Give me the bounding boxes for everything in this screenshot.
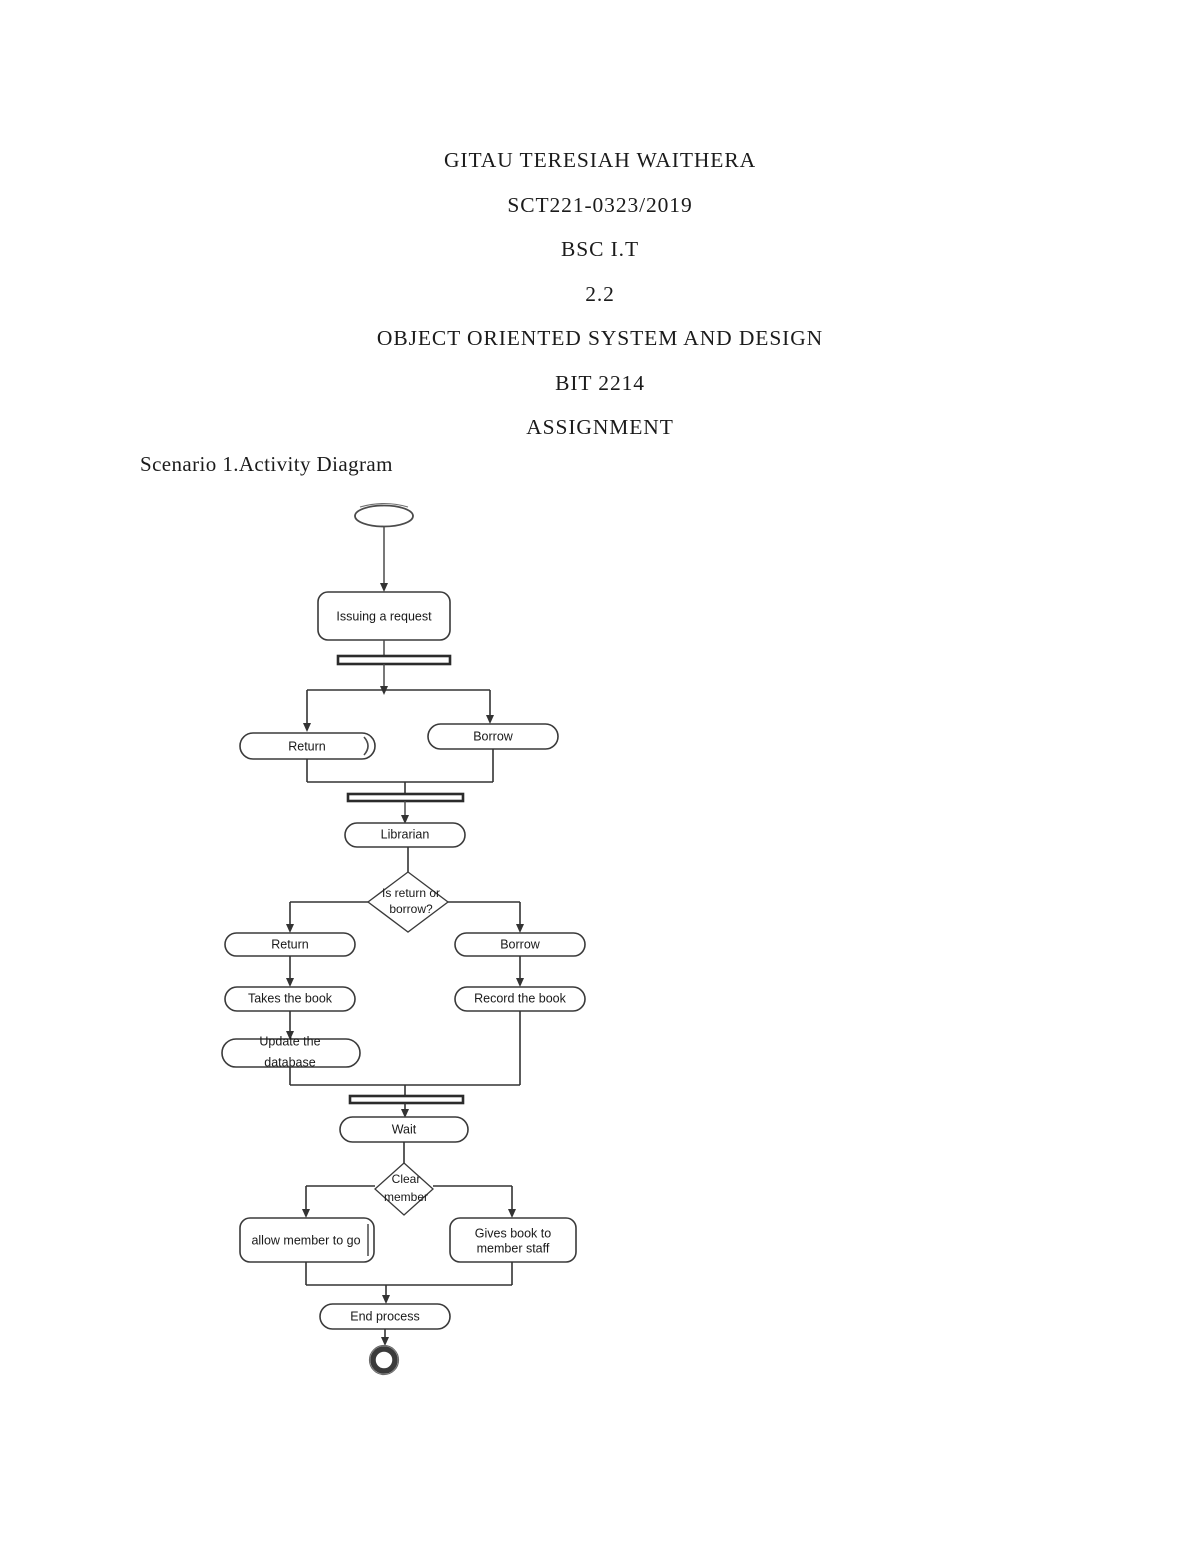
flow-decision2-branches (302, 1185, 516, 1218)
fork-bar-1 (336, 654, 452, 666)
flow-fork1-branches (303, 664, 494, 732)
activity-librarian-label: Librarian (381, 827, 430, 841)
activity-issuing-a-request-label: Issuing a request (336, 609, 432, 623)
flow-decision1-branches (286, 901, 524, 933)
flow-return2-to-takes (286, 956, 294, 987)
heading-line-number: 2.2 (585, 281, 615, 306)
activity-update-the-database-label-line1: Update the (259, 1034, 320, 1048)
start-node-icon (354, 502, 414, 528)
activity-return-1-label: Return (288, 739, 326, 753)
activity-wait: Wait (339, 1116, 469, 1143)
activity-borrow-1: Borrow (427, 723, 559, 750)
decision-clear-member-label-line2: member (384, 1190, 428, 1204)
end-node-icon (368, 1344, 400, 1376)
join-bar-1 (346, 792, 465, 803)
document-heading-block: GITAU TERESIAH WAITHERA SCT221-0323/2019… (0, 138, 1200, 450)
activity-record-the-book: Record the book (454, 986, 586, 1012)
flow-bottom-merge (305, 1262, 513, 1304)
section-label: Scenario 1.Activity Diagram (140, 452, 393, 476)
activity-takes-the-book: Takes the book (224, 986, 356, 1012)
activity-gives-book-to-member-staff: Gives book to member staff (449, 1217, 577, 1263)
heading-line-type: ASSIGNMENT (526, 415, 674, 439)
heading-line-course: BSC I.T (561, 237, 639, 261)
flow-endprocess-to-end (381, 1329, 389, 1346)
join-bar-2 (348, 1094, 465, 1105)
flow-takes-to-update (286, 1011, 294, 1040)
decision-is-return-or-borrow-label-line1: Is return or (382, 886, 440, 900)
flow-start-to-issuing (380, 527, 388, 592)
decision-is-return-or-borrow-label-line2: borrow? (389, 902, 433, 916)
activity-allow-member-to-go-label: allow member to go (251, 1233, 360, 1247)
activity-borrow-2: Borrow (454, 932, 586, 957)
activity-end-process: End process (319, 1303, 451, 1330)
activity-return-2-label: Return (271, 937, 309, 951)
flow-borrow2-to-record (516, 956, 524, 987)
flow-join1-to-librarian (401, 801, 409, 824)
decision-is-return-or-borrow: Is return or borrow? (366, 871, 450, 933)
heading-line-name: GITAU TERESIAH WAITHERA (444, 148, 756, 172)
activity-takes-the-book-label: Takes the book (248, 991, 333, 1005)
activity-update-the-database-label-line2: database (264, 1055, 315, 1069)
activity-end-process-label: End process (350, 1309, 419, 1323)
heading-line-regno: SCT221-0323/2019 (507, 192, 693, 217)
activity-allow-member-to-go: allow member to go (239, 1217, 375, 1263)
activity-gives-book-label-line1: Gives book to (475, 1226, 551, 1240)
activity-return-2: Return (224, 932, 356, 957)
activity-update-the-database: Update the database (221, 1034, 361, 1069)
activity-issuing-a-request: Issuing a request (317, 591, 451, 641)
flow-join2-to-wait (401, 1103, 409, 1118)
activity-librarian: Librarian (344, 822, 466, 848)
decision-clear-member: Clear member (374, 1162, 434, 1216)
activity-borrow-1-label: Borrow (473, 729, 514, 743)
activity-borrow-2-label: Borrow (500, 937, 541, 951)
decision-clear-member-label-line1: Clear (392, 1172, 421, 1186)
activity-gives-book-label-line2: member staff (477, 1241, 550, 1255)
heading-line-unit: OBJECT ORIENTED SYSTEM AND DESIGN (376, 326, 824, 350)
activity-record-the-book-label: Record the book (474, 991, 566, 1005)
activity-return-1: Return (239, 732, 376, 760)
heading-line-code: BIT 2214 (555, 370, 645, 395)
activity-wait-label: Wait (392, 1122, 417, 1136)
